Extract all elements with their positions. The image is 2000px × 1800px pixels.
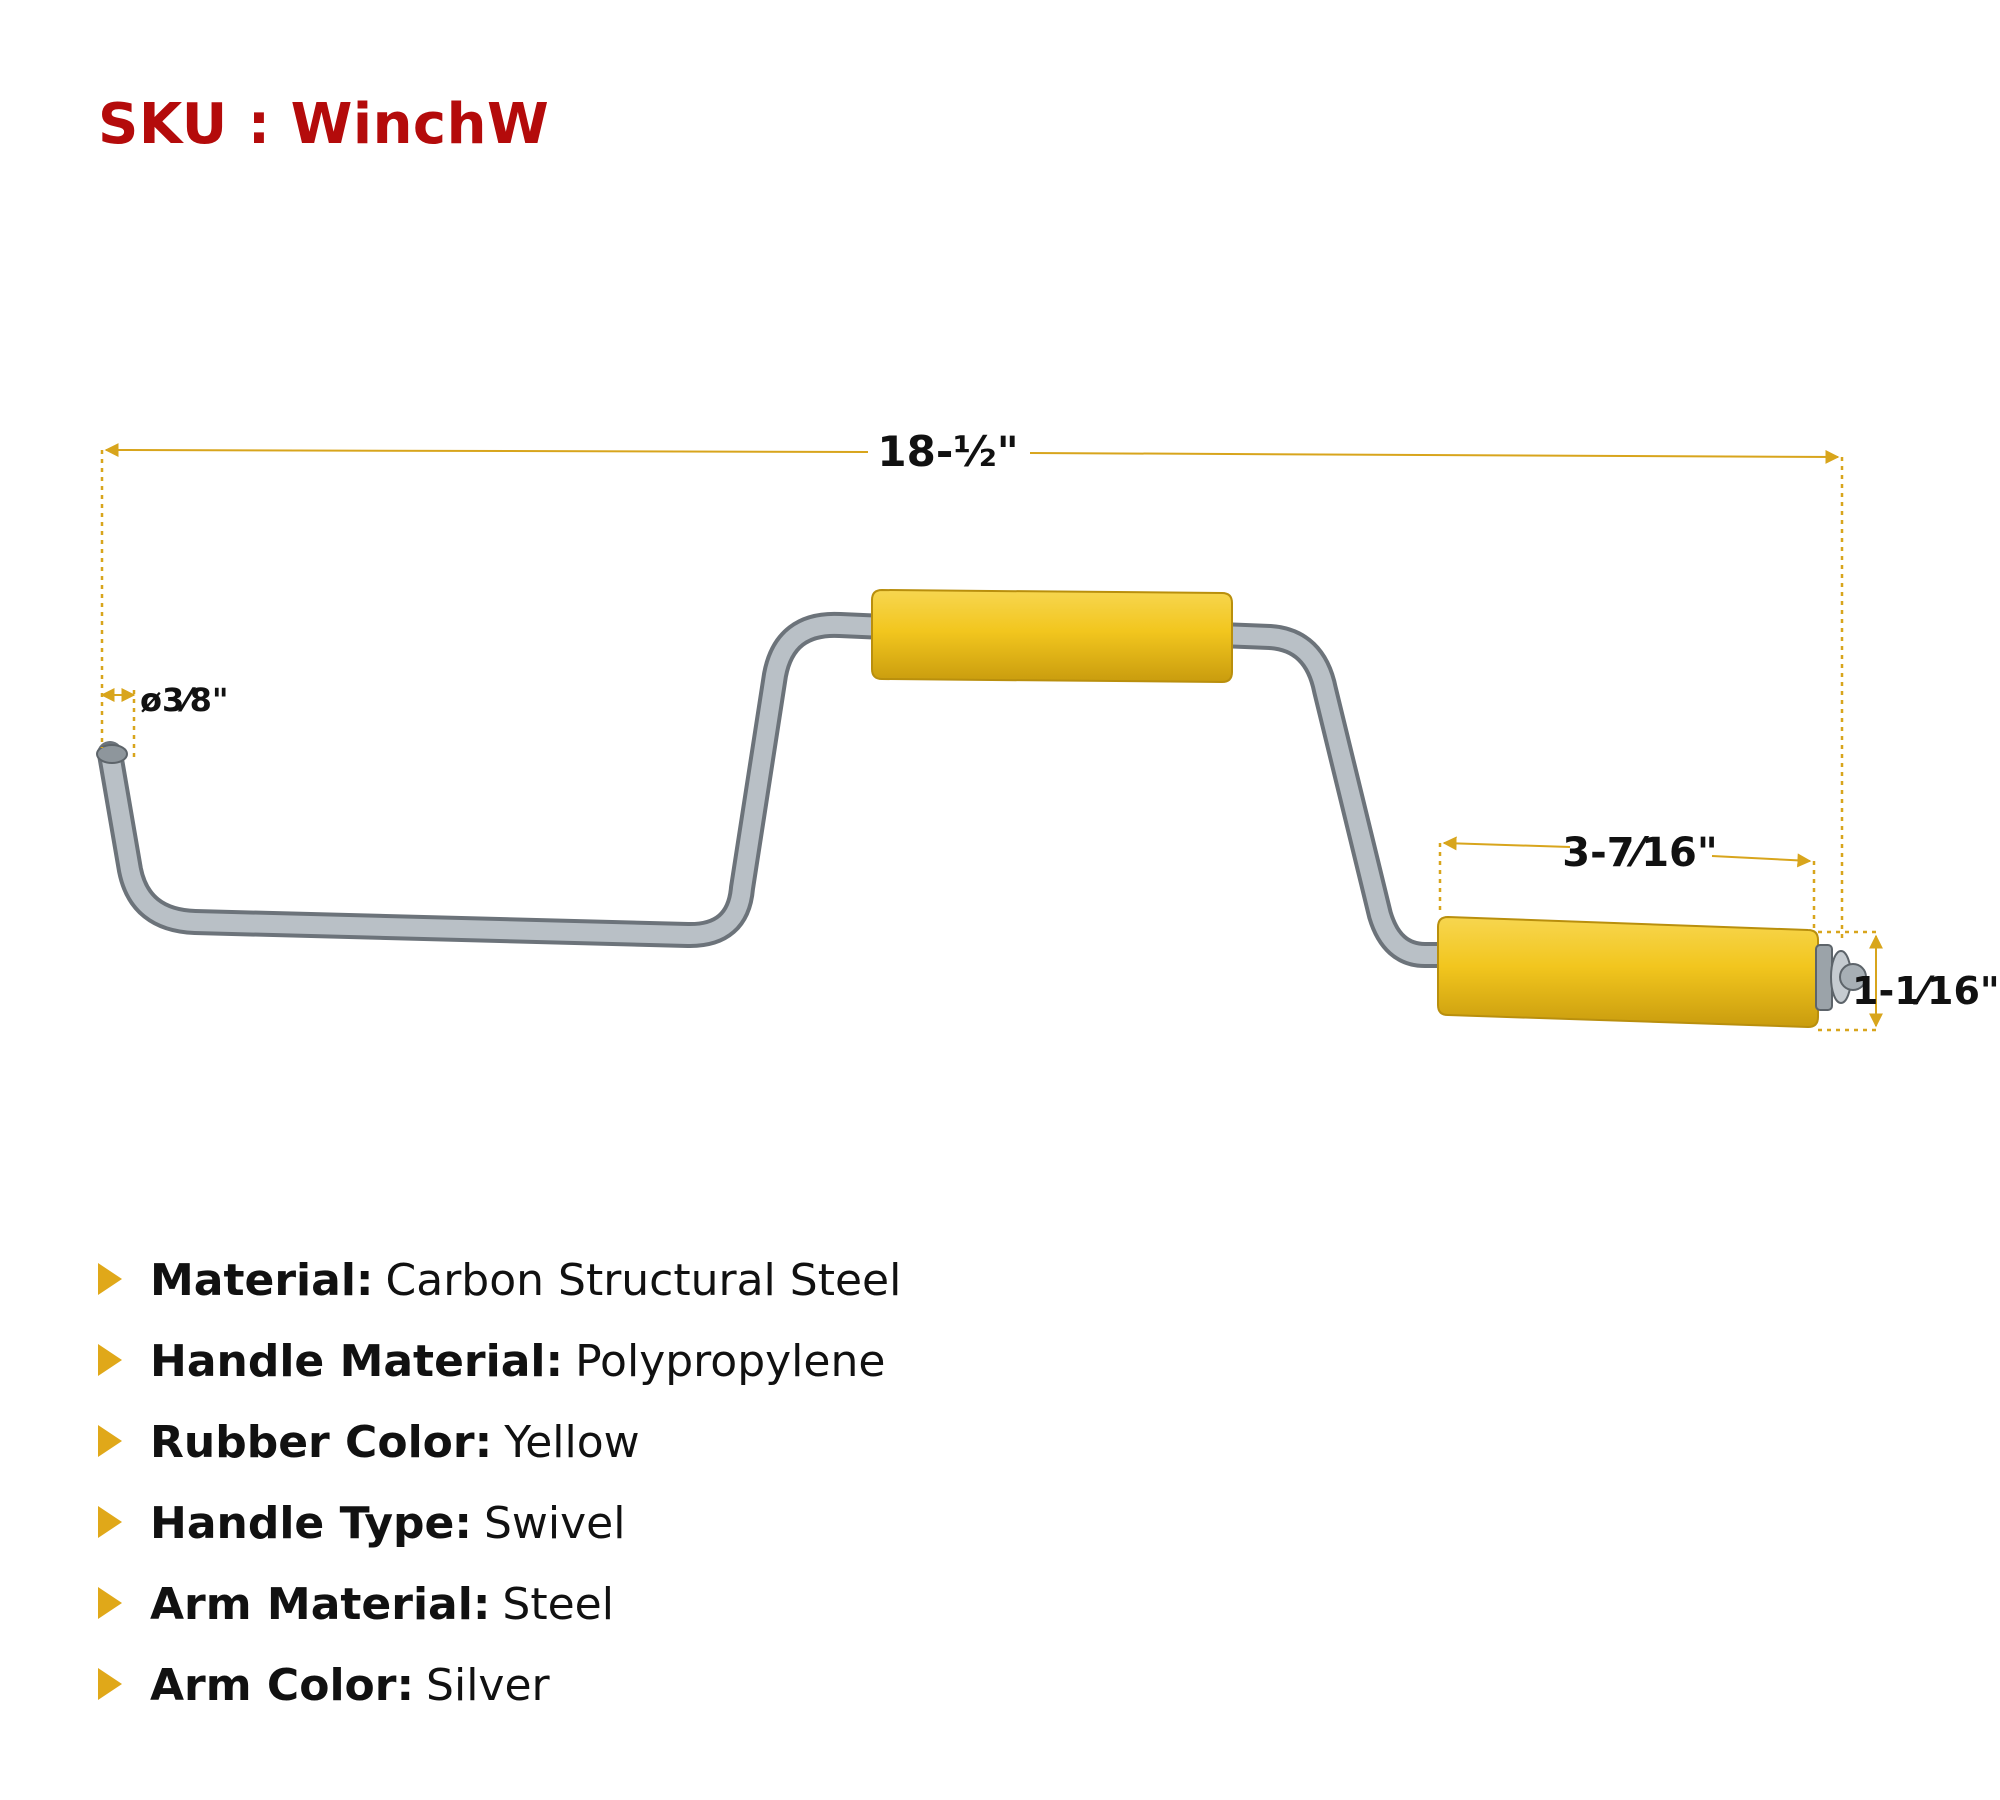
spec-item-rubber-color: Rubber Color: Yellow [98, 1402, 901, 1483]
overall-length-dimension: 18-½" [100, 427, 1844, 940]
spec-value: Carbon Structural Steel [385, 1255, 902, 1306]
crank-arm [96, 611, 1463, 968]
spec-value: Steel [502, 1579, 614, 1630]
spec-list: Material: Carbon Structural Steel Handle… [98, 1240, 901, 1726]
chevron-right-icon [98, 1262, 122, 1295]
spec-value: Yellow [504, 1417, 640, 1468]
spec-label: Handle Material: [150, 1336, 564, 1387]
spec-label: Handle Type: [150, 1498, 472, 1549]
spec-label: Arm Material: [150, 1579, 491, 1630]
spec-item-handle-material: Handle Material: Polypropylene [98, 1321, 901, 1402]
spec-item-material: Material: Carbon Structural Steel [98, 1240, 901, 1321]
grip-length-dimension: 3-7⁄16" [1438, 830, 1816, 928]
spec-label: Material: [150, 1255, 374, 1306]
spec-value: Polypropylene [575, 1336, 886, 1387]
spec-item-arm-material: Arm Material: Steel [98, 1564, 901, 1645]
chevron-right-icon [98, 1586, 122, 1619]
center-grip [871, 588, 1233, 684]
grip-diameter-dimension: 1-1⁄16" [1818, 930, 2000, 1032]
spec-item-handle-type: Handle Type: Swivel [98, 1483, 901, 1564]
grip-length-label: 3-7⁄16" [1562, 830, 1717, 876]
rod-diameter-dimension: ø3⁄8" [100, 681, 229, 760]
chevron-right-icon [98, 1424, 122, 1457]
spec-label: Arm Color: [150, 1660, 415, 1711]
sku-title: SKU : WinchW [98, 92, 550, 157]
spec-item-arm-color: Arm Color: Silver [98, 1645, 901, 1726]
spec-value: Silver [426, 1660, 550, 1711]
end-grip [1437, 915, 1867, 1029]
spec-value: Swivel [484, 1498, 626, 1549]
rod-diameter-label: ø3⁄8" [140, 681, 229, 719]
chevron-right-icon [98, 1667, 122, 1700]
chevron-right-icon [98, 1343, 122, 1376]
grip-diameter-label: 1-1⁄16" [1852, 969, 2000, 1013]
overall-length-label: 18-½" [877, 427, 1018, 476]
chevron-right-icon [98, 1505, 122, 1538]
spec-label: Rubber Color: [150, 1417, 493, 1468]
